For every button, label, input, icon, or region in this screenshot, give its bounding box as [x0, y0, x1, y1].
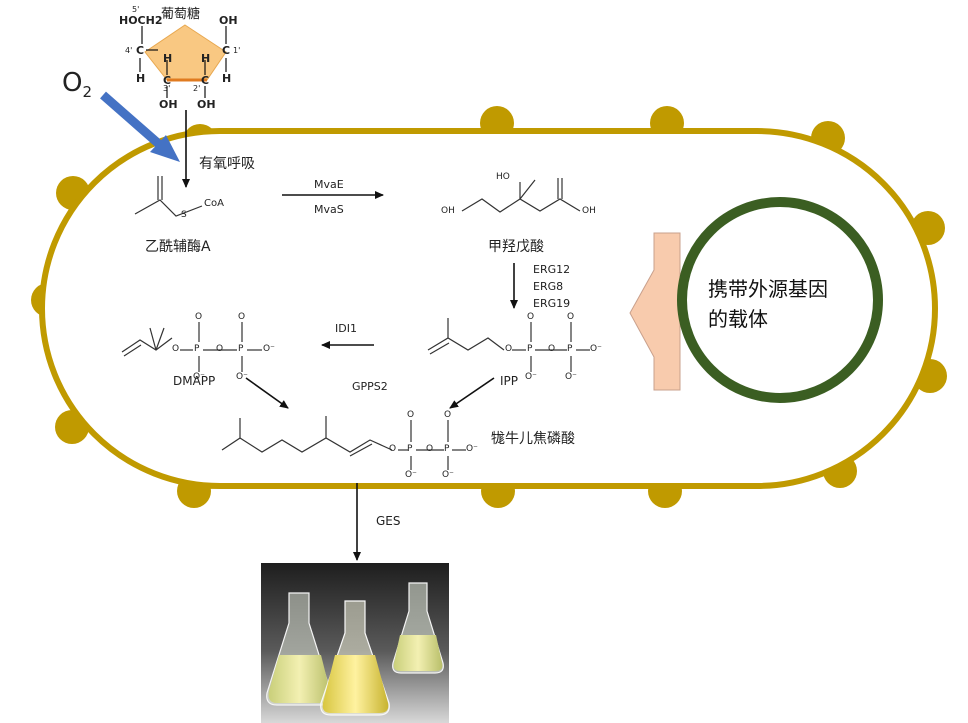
ipp-o-bridge1: O	[505, 344, 513, 354]
enzyme-mvas-label: MvaS	[314, 203, 344, 216]
vector-label-line1: 携带外源基因	[708, 277, 828, 301]
dmapp-o-bridge1: O	[172, 344, 180, 354]
mevalonate-oh-right: OH	[582, 206, 596, 216]
flasks-photo	[261, 563, 449, 723]
gpp-o-bridge2: O	[426, 444, 434, 454]
flask-center	[320, 600, 390, 716]
enzyme-erg8-label: ERG8	[533, 280, 564, 293]
dmapp-o-end: O⁻	[263, 344, 275, 354]
ipp-structure	[427, 318, 590, 372]
ipp-label: IPP	[500, 374, 519, 388]
glucose-c1-label: 1'	[233, 46, 241, 55]
ipp-o-bottom2: O⁻	[565, 372, 577, 382]
mevalonate-label: 甲羟戊酸	[488, 239, 544, 255]
arrow-ipp-to-gpp	[449, 377, 495, 409]
glucose-c5-label: 5'	[132, 5, 140, 14]
ipp-o-top1: O	[527, 312, 535, 322]
ipp-o-top2: O	[567, 312, 575, 322]
gpp-p2: P	[444, 444, 450, 454]
glucose-h-right: H	[222, 72, 232, 85]
glucose-c2-label: 2'	[193, 84, 201, 93]
gpp-label: 牻牛儿焦磷酸	[491, 431, 575, 447]
glucose-label: 葡萄糖	[161, 7, 201, 22]
acetyl-coa-label: 乙酰辅酶A	[145, 239, 211, 255]
enzyme-erg19-label: ERG19	[533, 297, 571, 310]
cell-outline	[39, 128, 938, 489]
dmapp-label: DMAPP	[173, 374, 216, 388]
glucose-c3-atom: C	[163, 74, 172, 87]
gpp-structure	[221, 416, 466, 470]
gpp-o-bottom1: O⁻	[405, 470, 417, 480]
ipp-p2: P	[567, 344, 573, 354]
o2-arrow-head	[150, 135, 180, 162]
acetyl-coa-structure	[134, 176, 203, 217]
ipp-o-bridge2: O	[548, 344, 556, 354]
ipp-o-bottom1: O⁻	[525, 372, 537, 382]
ipp-p1: P	[527, 344, 533, 354]
enzyme-erg12-label: ERG12	[533, 263, 571, 276]
dmapp-o-top2: O	[238, 312, 246, 322]
enzyme-mvae-label: MvaE	[314, 178, 344, 191]
arrow-dmapp-to-gpp	[245, 377, 289, 409]
glucose-oh-c2: OH	[197, 98, 216, 111]
dmapp-o-bottom2: O⁻	[236, 372, 248, 382]
flask-right	[392, 582, 444, 674]
dmapp-p1: P	[194, 344, 200, 354]
glucose-h-c3: H	[163, 52, 173, 65]
o2-arrow	[100, 91, 163, 149]
oxygen-label: O2	[62, 68, 93, 102]
acetyl-coa-group: CoA	[204, 198, 224, 209]
gpp-p1: P	[407, 444, 413, 454]
gpp-o-bridge1: O	[389, 444, 397, 454]
glucose-ring	[144, 24, 227, 81]
glucose-c3-label: 3'	[163, 84, 171, 93]
aerobic-respiration-label: 有氧呼吸	[199, 156, 255, 172]
gpp-o-top2: O	[444, 410, 452, 420]
vector-label-line2: 的载体	[708, 307, 768, 331]
glucose-structure	[139, 24, 227, 98]
mevalonate-ho-left: OH	[441, 206, 455, 216]
glucose-oh-top: OH	[219, 14, 238, 27]
ipp-o-end: O⁻	[590, 344, 602, 354]
enzyme-ges-label: GES	[376, 514, 401, 528]
mevalonate-structure	[461, 178, 581, 213]
glucose-c2-atom: C	[201, 74, 210, 87]
dmapp-o-bottom1: O⁻	[193, 372, 205, 382]
plasmid-ring-icon	[677, 197, 883, 403]
gpp-o-end: O⁻	[466, 444, 478, 454]
glucose-c1-atom: C	[222, 44, 231, 57]
glucose-h-left: H	[136, 72, 146, 85]
vector-label: 携带外源基因 的载体	[708, 274, 828, 334]
enzyme-idi1-label: IDI1	[335, 322, 357, 335]
gpp-o-top1: O	[407, 410, 415, 420]
gpp-o-bottom2: O⁻	[442, 470, 454, 480]
glucose-c4-label: 4'	[125, 46, 133, 55]
mevalonate-ho-top: HO	[496, 172, 510, 182]
glucose-h-c2: H	[201, 52, 211, 65]
dmapp-o-bridge2: O	[216, 344, 224, 354]
dmapp-structure	[121, 322, 262, 372]
glucose-hoch2-label: HOCH2	[119, 14, 163, 27]
enzyme-gpps2-label: GPPS2	[352, 380, 388, 393]
glucose-oh-c3: OH	[159, 98, 178, 111]
pathway-arrows	[182, 110, 518, 561]
dmapp-p2: P	[238, 344, 244, 354]
acetyl-coa-s-atom: S	[181, 210, 187, 220]
dmapp-o-top1: O	[195, 312, 203, 322]
glucose-c4-atom: C	[136, 44, 145, 57]
